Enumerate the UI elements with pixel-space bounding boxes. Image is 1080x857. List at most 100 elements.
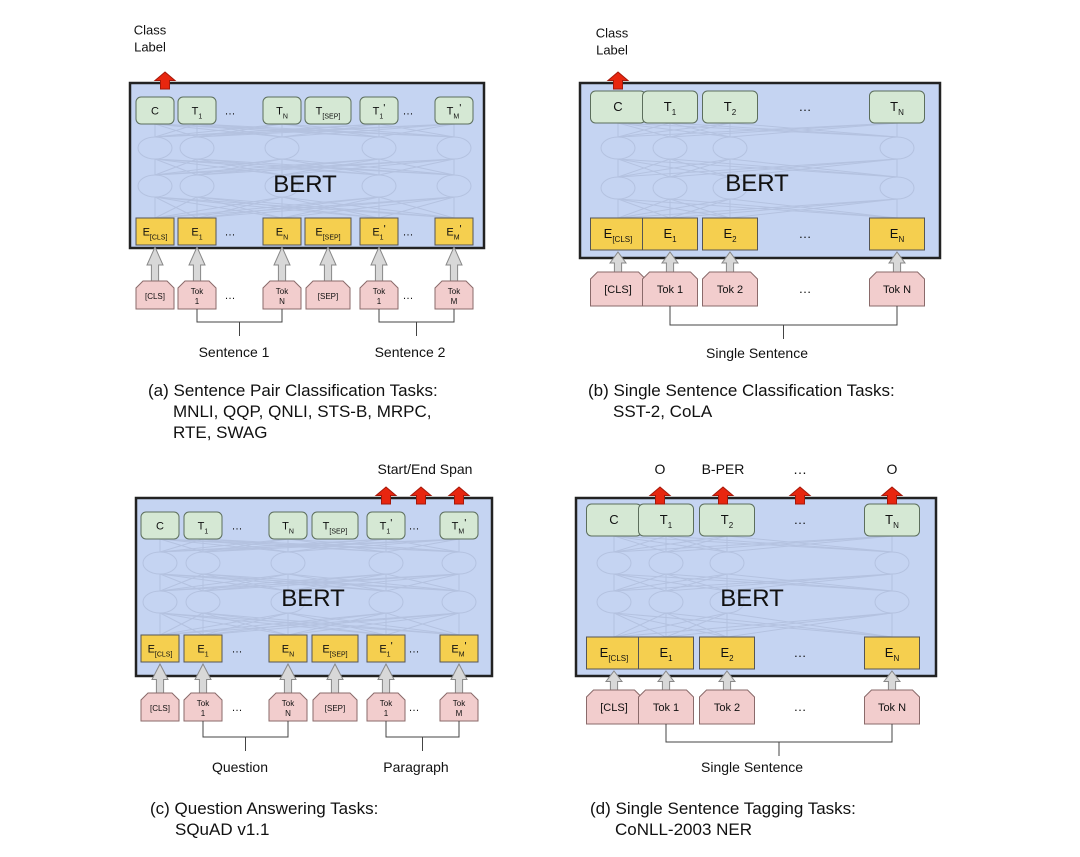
input-arrow: [146, 245, 164, 284]
bert-label: BERT: [281, 585, 345, 612]
input-token-box: [177, 280, 217, 310]
transformer-node: [137, 174, 173, 198]
group-label: Paragraph: [383, 759, 448, 775]
output-token-box: [434, 96, 474, 125]
group-label: Question: [212, 759, 268, 775]
bert-label: BERT: [720, 585, 784, 612]
input-token-label: [CLS]: [145, 292, 165, 301]
embedding-box: [304, 217, 352, 246]
input-token-box: [262, 280, 302, 310]
input-token-box: [305, 280, 351, 310]
transformer-node: [185, 551, 221, 575]
group-bracket: [196, 309, 283, 323]
input-token-label: [SEP]: [318, 292, 338, 301]
input-token-label: [CLS]: [600, 702, 628, 714]
output-ellipsis: …: [409, 521, 420, 533]
group-label: Sentence 1: [199, 344, 270, 360]
transformer-node: [361, 174, 397, 198]
transformer-node: [179, 136, 215, 160]
transformer-node: [712, 176, 748, 200]
input-token-box: [864, 689, 920, 725]
embedding-label: EN: [890, 226, 905, 244]
output-token-label: TN: [276, 106, 288, 121]
group-bracket: [378, 309, 455, 323]
transformer-node: [142, 551, 178, 575]
transformer-node: [368, 551, 404, 575]
embedding-box: [869, 217, 925, 251]
caption-b-tasks: SST-2, CoLA: [613, 402, 713, 421]
output-ellipsis: …: [794, 512, 807, 527]
transformer-node: [600, 136, 636, 160]
embedding-label: EN: [276, 227, 288, 242]
transformer-node: [142, 590, 178, 614]
transformer-node: [436, 136, 472, 160]
embedding-box: [366, 634, 406, 663]
span-label: Start/End Span: [378, 461, 473, 477]
input-token-box: [312, 692, 358, 722]
token-ellipsis: …: [794, 699, 807, 714]
span-output-arrow: [409, 486, 433, 505]
input-token-box: [366, 692, 406, 722]
embedding-box: [586, 636, 642, 670]
output-token-label: C: [151, 106, 159, 118]
caption-a: (a) Sentence Pair Classification Tasks: …: [148, 380, 438, 443]
group-label: Single Sentence: [701, 759, 803, 775]
input-token-label: [CLS]: [604, 284, 632, 296]
transformer-node: [264, 136, 300, 160]
span-output-arrow: [447, 486, 471, 505]
output-token-box: [140, 511, 180, 540]
span-output-arrow: [374, 486, 398, 505]
embedding-label: E1': [379, 641, 392, 659]
output-token-label: TN: [885, 512, 899, 530]
token-ellipsis: …: [409, 702, 420, 714]
transformer-node: [709, 551, 745, 575]
class-output-arrow: [153, 71, 177, 90]
output-token-box: [262, 96, 302, 125]
output-token-label: T[SEP]: [323, 521, 348, 536]
output-token-label: T2: [724, 99, 737, 117]
embedding-label: E2: [723, 226, 737, 244]
output-ellipsis: …: [403, 106, 414, 118]
transformer-node: [179, 174, 215, 198]
input-token-box: [699, 689, 755, 725]
output-token-box: [311, 511, 359, 540]
transformer-node: [652, 176, 688, 200]
input-token-box: [135, 280, 175, 310]
group-label: Sentence 2: [375, 344, 446, 360]
transformer-node: [600, 176, 636, 200]
embedding-label: EN: [885, 645, 900, 663]
caption-b-title: (b) Single Sentence Classification Tasks…: [588, 381, 895, 400]
embedding-box: [590, 217, 646, 251]
embedding-box: [699, 636, 755, 670]
caption-c-title: (c) Question Answering Tasks:: [150, 799, 379, 818]
transformer-node: [436, 174, 472, 198]
output-token-label: TN: [282, 521, 294, 536]
transformer-node: [709, 590, 745, 614]
input-arrow: [445, 245, 463, 284]
embedding-box: [642, 217, 698, 251]
output-token-box: [869, 90, 925, 124]
input-token-box: [702, 271, 758, 307]
embedding-label: E[CLS]: [148, 644, 173, 659]
embedding-label: E1: [191, 227, 202, 242]
input-arrow: [273, 245, 291, 284]
transformer-node: [652, 136, 688, 160]
embedding-box: [177, 217, 217, 246]
input-token-box: [638, 689, 694, 725]
output-token-label: C: [613, 99, 622, 114]
output-token-box: [177, 96, 217, 125]
tag-label: B-PER: [702, 461, 745, 477]
output-token-box: [638, 503, 694, 537]
transformer-node: [596, 590, 632, 614]
input-token-box: [359, 280, 399, 310]
output-token-label: TM': [452, 518, 467, 536]
embedding-box: [268, 634, 308, 663]
transformer-node: [648, 590, 684, 614]
